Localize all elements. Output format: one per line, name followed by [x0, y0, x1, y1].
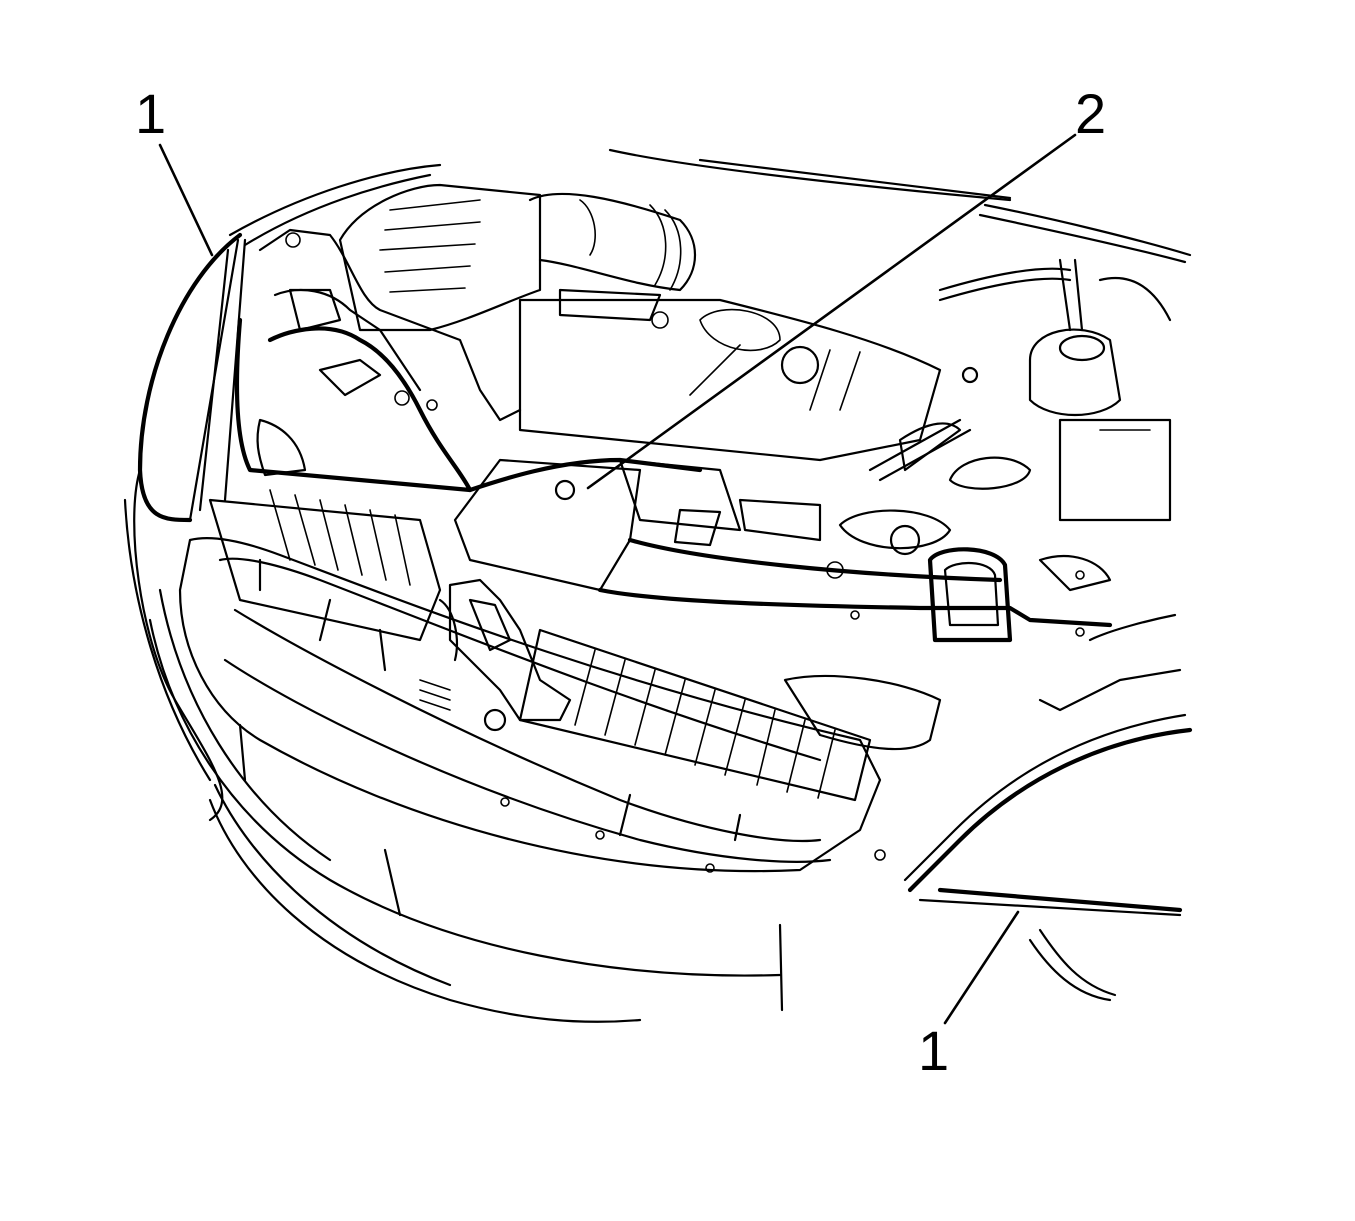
leader-1-bottom	[943, 910, 1020, 1025]
left-fender	[123, 232, 247, 822]
leader-1-top	[158, 143, 214, 257]
callout-labels: 1 2 1	[135, 82, 1106, 1082]
right-fender	[903, 613, 1193, 1002]
leader-2	[586, 133, 1077, 490]
engine-components	[338, 183, 1172, 522]
hood-latch	[419, 578, 572, 732]
fasteners	[285, 232, 1085, 873]
callout-leaders	[158, 133, 1077, 1025]
callout-1-bottom: 1	[918, 1019, 949, 1082]
hood-edge-lines	[228, 148, 1192, 264]
front-fascia	[148, 537, 882, 1023]
left-grille	[208, 418, 442, 642]
right-grille	[518, 628, 942, 802]
radiator-support	[234, 228, 1113, 643]
callout-1-top: 1	[135, 82, 166, 145]
callout-2: 2	[1075, 82, 1106, 145]
